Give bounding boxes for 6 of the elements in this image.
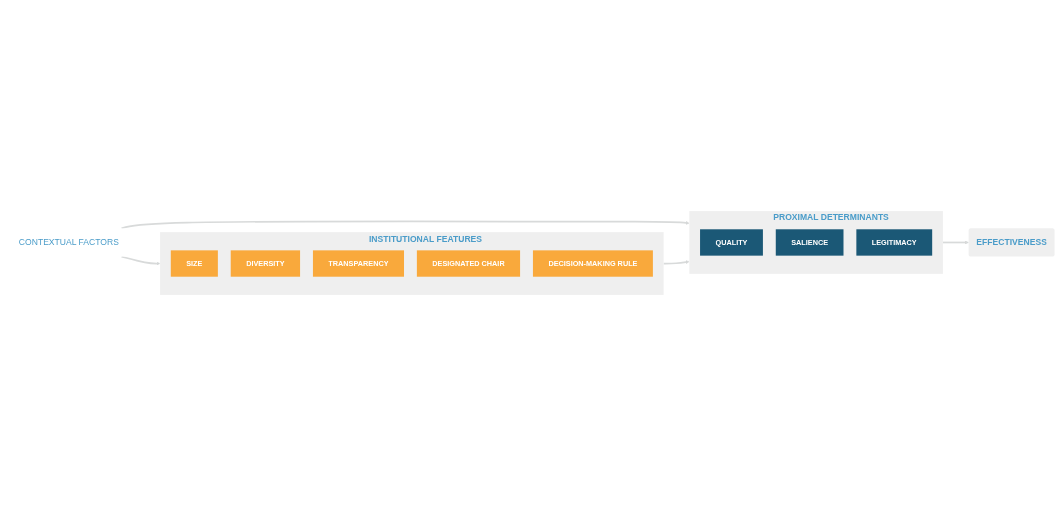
arrow [120, 220, 690, 230]
node-text: CONTEXTUAL FACTORS [18, 237, 119, 248]
arrow [942, 240, 969, 245]
node-box: EFFECTIVENESS [968, 228, 1055, 257]
arrow [662, 260, 690, 265]
arrow [120, 255, 161, 266]
